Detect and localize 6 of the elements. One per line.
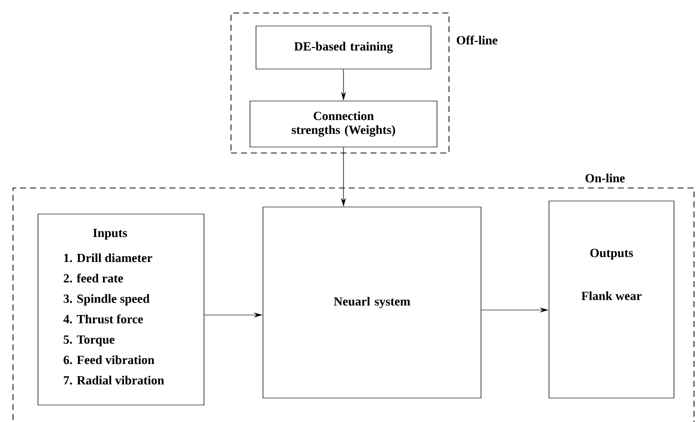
- process-box: DE-based training: [256, 26, 432, 70]
- output-box: Outputs Flank wear: [548, 200, 674, 398]
- process-box: Connection strengths (Weights): [250, 100, 438, 148]
- node-label: Off-line: [456, 36, 498, 44]
- input-box: Inputs 1. Drill diameter 2. feed rate 3. Spindle speed 4. Thrust force 5. Torque 6. Feed vibration 7. Radial vibration: [38, 214, 204, 406]
- process-box: Neuarl system: [262, 206, 482, 398]
